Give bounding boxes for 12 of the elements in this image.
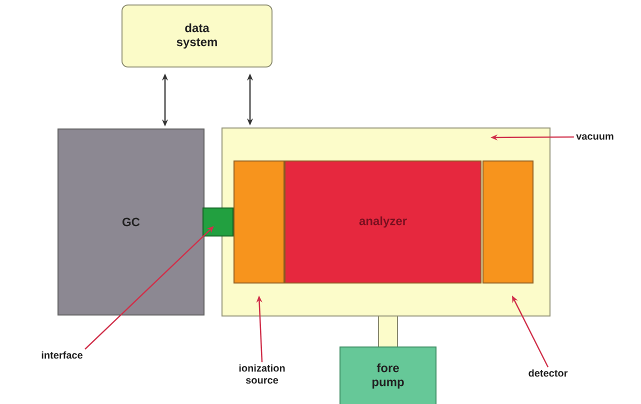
analyzer-box: analyzer [284, 160, 482, 284]
ionization-source-block [234, 160, 284, 284]
pump-pipe [378, 316, 398, 346]
interface-block [202, 208, 234, 236]
detector-label: detector [528, 369, 568, 377]
fore-pump-box: fore pump [340, 346, 436, 404]
gc-box: GC [58, 128, 204, 316]
ionization-source-label: ionization source [239, 364, 285, 384]
detector-block [482, 160, 534, 284]
vacuum-label: vacuum [576, 134, 614, 140]
data-system-box: data system [122, 4, 272, 68]
interface-label: interface [42, 351, 82, 359]
